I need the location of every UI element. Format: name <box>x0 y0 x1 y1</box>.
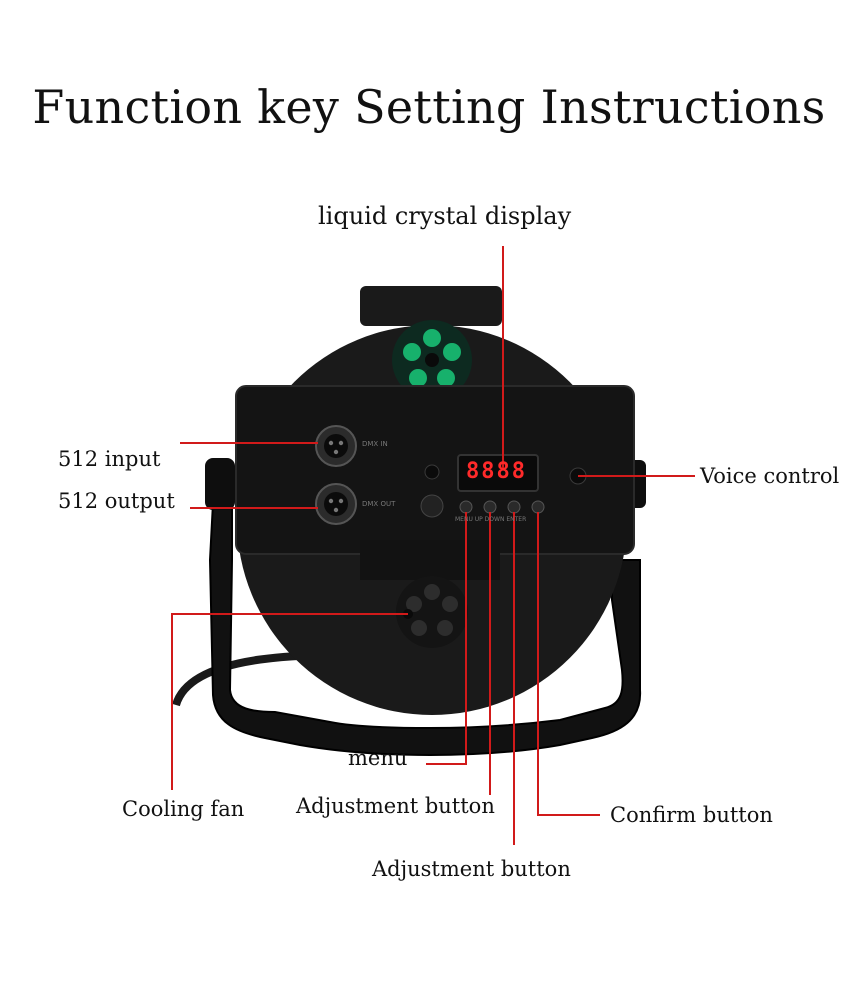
pointer-lines <box>171 246 695 845</box>
menu-button <box>459 500 473 514</box>
dmx-in-text: DMX IN <box>362 440 388 448</box>
dmx-out-text: DMX OUT <box>362 500 396 508</box>
label-512-output: 512 output <box>58 489 175 513</box>
label-adjustment-button-1: Adjustment button <box>296 794 495 818</box>
top-fan-blades <box>403 329 461 387</box>
label-cooling-fan: Cooling fan <box>122 797 245 821</box>
pointer-confirm <box>537 512 600 816</box>
pointer-menu <box>426 512 467 765</box>
adjust-down-button <box>507 500 521 514</box>
housing-top-tab <box>360 286 502 326</box>
confirm-hw-button <box>531 500 545 514</box>
label-adjustment-button-2: Adjustment button <box>372 857 571 881</box>
button-strip-text: MENU UP DOWN ENTER <box>455 516 527 523</box>
mic-grill-left <box>424 464 440 480</box>
adjust-up-button <box>483 500 497 514</box>
pointer-cooling <box>171 613 408 790</box>
lcd-digits: 8888 <box>466 459 527 484</box>
label-512-input: 512 input <box>58 447 161 471</box>
page-title: Function key Setting Instructions <box>32 80 826 134</box>
mounting-bracket <box>208 464 642 757</box>
label-lcd: liquid crystal display <box>318 202 572 230</box>
fuse-holder <box>420 494 444 518</box>
label-confirm-button: Confirm button <box>610 803 773 827</box>
bracket-knob-left <box>205 458 235 510</box>
label-menu: menu <box>348 746 408 770</box>
lcd-display <box>457 454 539 492</box>
label-voice-control: Voice control <box>700 464 840 488</box>
